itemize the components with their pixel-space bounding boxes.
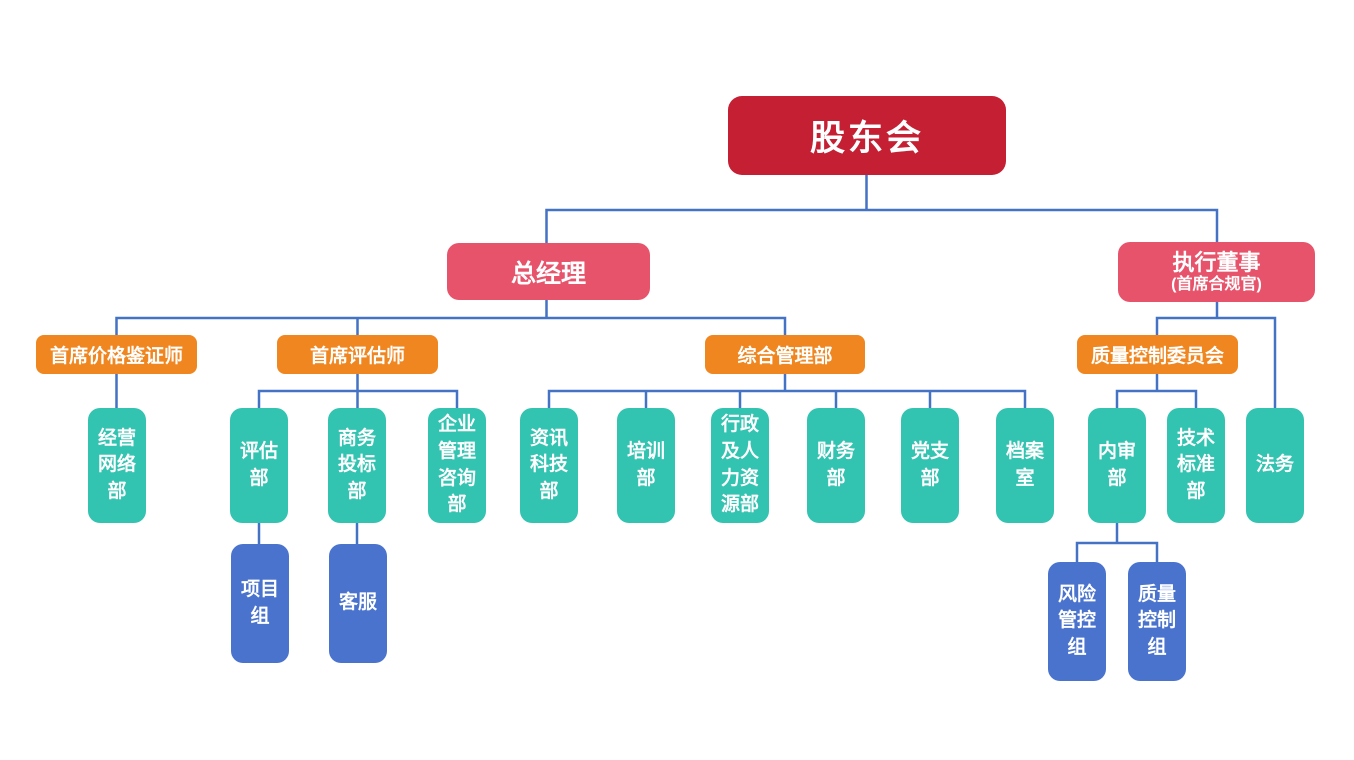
node-project-team[interactable]: 项目 组 [231,544,289,663]
node-general-manager[interactable]: 总经理 [447,243,650,300]
node-party-branch[interactable]: 党支 部 [901,408,959,523]
node-general-management-dept[interactable]: 综合管理部 [705,335,865,374]
node-technical-standards-dept[interactable]: 技术 标准 部 [1167,408,1225,523]
node-business-bidding-dept[interactable]: 商务 投标 部 [328,408,386,523]
node-enterprise-management-consulting-dept[interactable]: 企业 管理 咨询 部 [428,408,486,523]
node-quality-control-team[interactable]: 质量 控制 组 [1128,562,1186,681]
node-chief-valuer[interactable]: 首席评估师 [277,335,438,374]
node-finance-dept[interactable]: 财务 部 [807,408,865,523]
node-valuation-dept[interactable]: 评估 部 [230,408,288,523]
node-information-technology-dept[interactable]: 资讯 科技 部 [520,408,578,523]
node-quality-control-committee[interactable]: 质量控制委员会 [1077,335,1238,374]
node-training-dept[interactable]: 培训 部 [617,408,675,523]
node-executive-director[interactable]: 执行董事 (首席合规官) [1118,242,1315,302]
node-chief-price-appraiser[interactable]: 首席价格鉴证师 [36,335,197,374]
node-business-network-dept[interactable]: 经营 网络 部 [88,408,146,523]
node-risk-control-team[interactable]: 风险 管控 组 [1048,562,1106,681]
executive-director-title: 执行董事 [1172,249,1261,275]
node-archives-room[interactable]: 档案 室 [996,408,1054,523]
node-internal-audit-dept[interactable]: 内审 部 [1088,408,1146,523]
node-customer-service[interactable]: 客服 [329,544,387,663]
node-legal-affairs[interactable]: 法务 [1246,408,1304,523]
node-admin-hr-dept[interactable]: 行政 及人 力资 源部 [711,408,769,523]
node-shareholders-meeting[interactable]: 股东会 [728,96,1006,175]
executive-director-subtitle: (首席合规官) [1171,276,1262,293]
